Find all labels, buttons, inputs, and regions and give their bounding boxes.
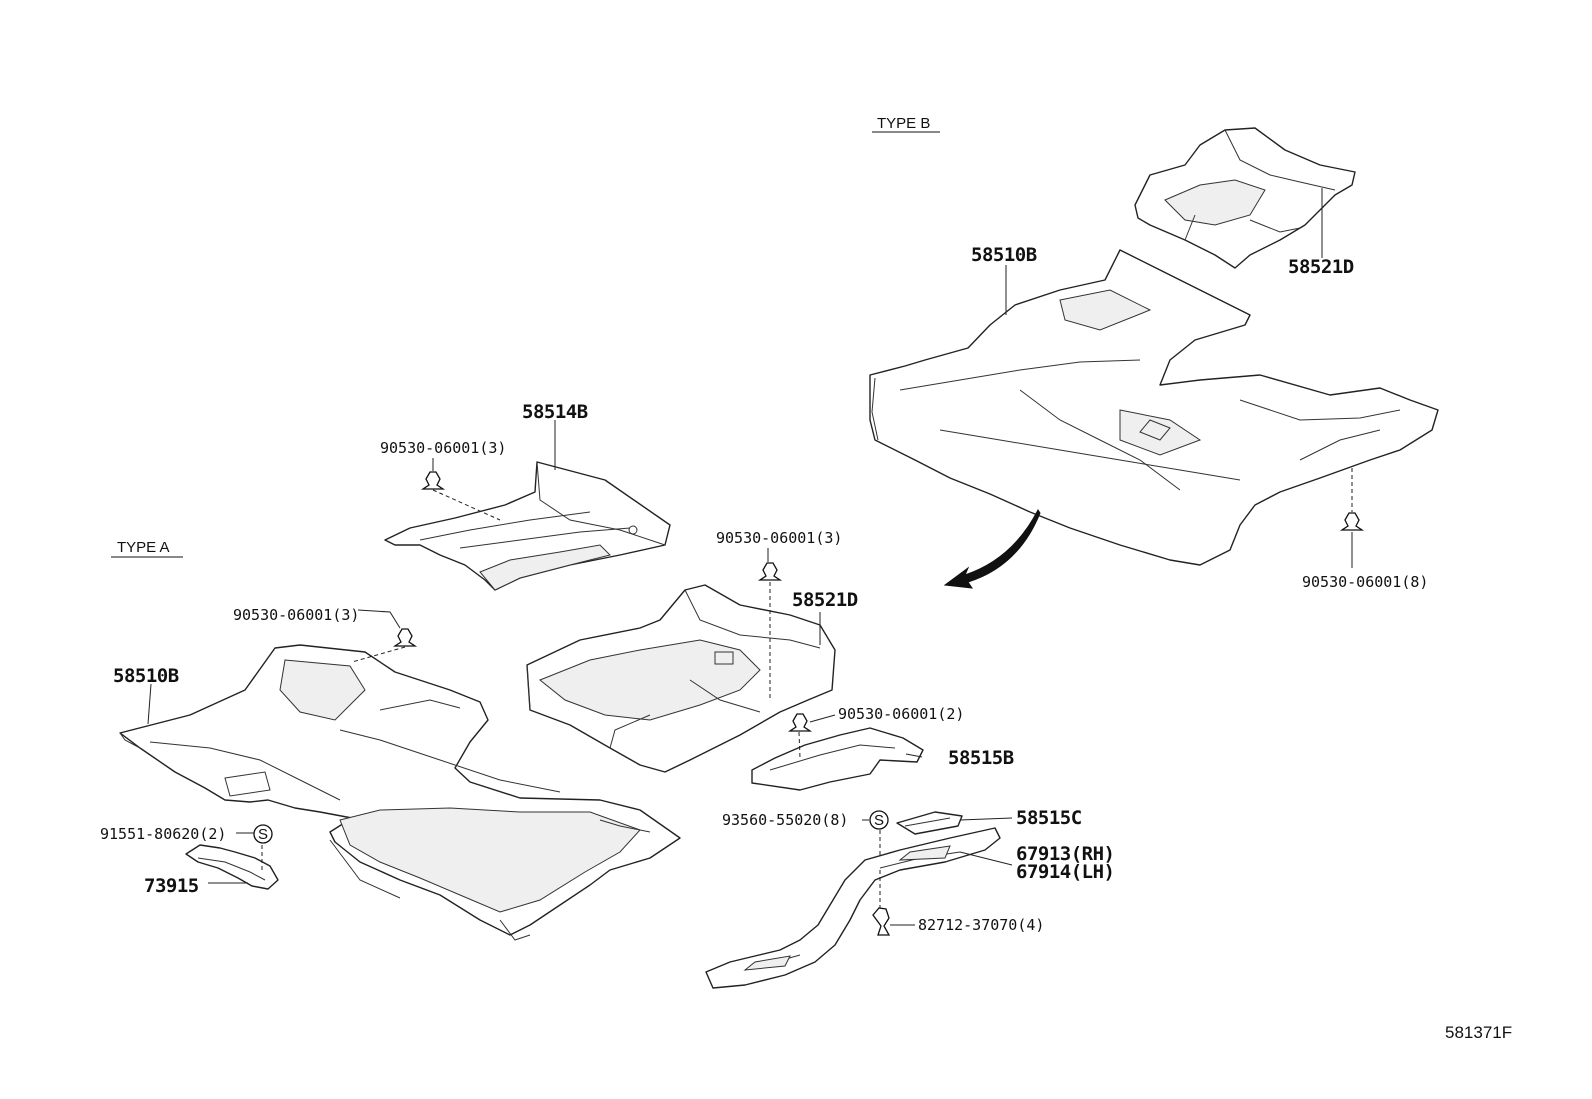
floor-carpet-type-b — [869, 249, 1439, 566]
callout-58510b-type-a: 58510B — [113, 665, 179, 687]
floor-carpet-type-a — [119, 644, 681, 941]
insulator-58521d-type-b — [1134, 127, 1356, 269]
callout-clip-8: 90530-06001(8) — [1302, 573, 1428, 591]
bracket-73915 — [185, 844, 279, 890]
callout-clip-82712: 82712-37070(4) — [918, 916, 1044, 934]
figure-code: 581371F — [1445, 1023, 1512, 1042]
plate-58515c — [896, 811, 963, 835]
callout-58514b: 58514B — [522, 401, 588, 423]
callout-73915: 73915 — [144, 875, 199, 897]
callout-clip-3-left: 90530-06001(3) — [233, 606, 359, 624]
callout-clip-3-mid: 90530-06001(3) — [716, 529, 842, 547]
supplier-s-symbol: S S — [253, 810, 889, 844]
callout-58515b: 58515B — [948, 747, 1014, 769]
type-a-label: TYPE A — [117, 539, 170, 556]
callout-58521d-center: 58521D — [792, 589, 858, 611]
callout-clip-3-top: 90530-06001(3) — [380, 439, 506, 457]
s-symbol-right: S — [874, 812, 884, 829]
insulator-58521d-center — [526, 584, 836, 773]
direction-arrow — [943, 509, 1041, 589]
scuff-plate-67913 — [705, 827, 1001, 989]
clip-icon — [392, 471, 1365, 936]
s-symbol-left: S — [258, 826, 268, 843]
callout-screw-91551: 91551-80620(2) — [100, 825, 226, 843]
callout-67914-lh: 67914(LH) — [1016, 861, 1114, 883]
callout-67913-rh: 67913(RH) — [1016, 843, 1114, 865]
callout-58515c: 58515C — [1016, 807, 1082, 829]
mat-58514b — [384, 461, 671, 591]
callout-clip-2: 90530-06001(2) — [838, 705, 964, 723]
mat-58515b — [751, 727, 924, 791]
leader-lines — [147, 188, 1353, 926]
callout-58521d-type-b: 58521D — [1288, 256, 1354, 278]
type-b-label: TYPE B — [877, 115, 930, 132]
callout-58510b-type-b: 58510B — [971, 244, 1037, 266]
callout-screw-93560: 93560-55020(8) — [722, 811, 848, 829]
